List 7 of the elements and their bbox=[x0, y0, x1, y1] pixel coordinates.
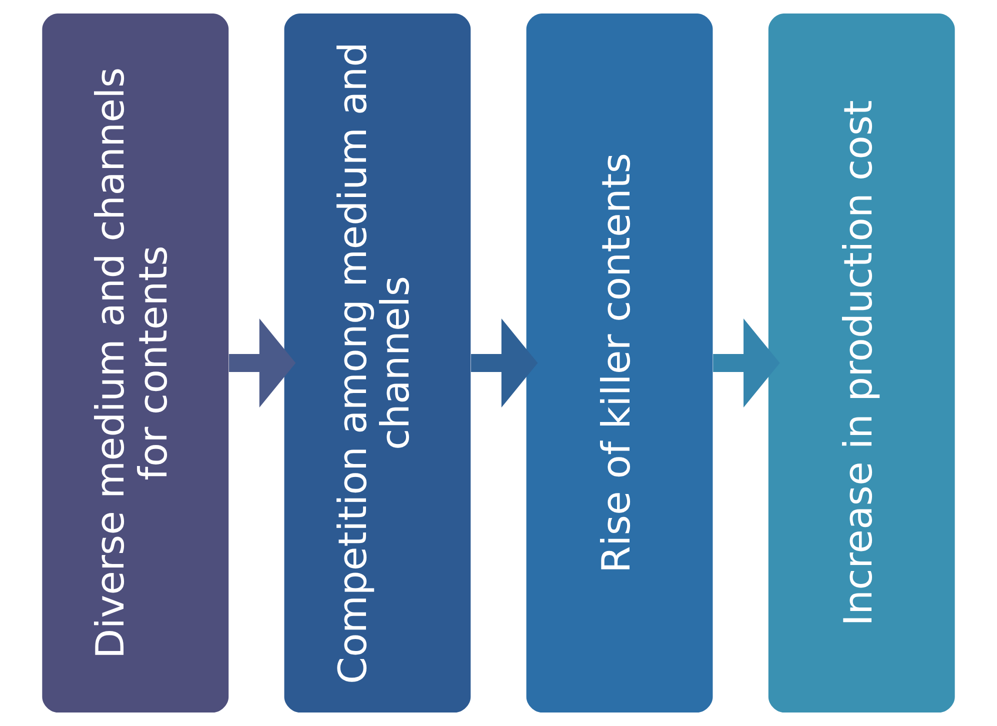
node-box: Diverse medium and channels for contents bbox=[42, 13, 229, 713]
node-box: Competition among medium and channels bbox=[284, 13, 471, 713]
arrow bbox=[228, 318, 296, 408]
arrow bbox=[713, 318, 780, 408]
node-box: Increase in production cost bbox=[768, 13, 955, 713]
arrow bbox=[471, 318, 538, 408]
node-box: Rise of killer contents bbox=[526, 13, 713, 713]
